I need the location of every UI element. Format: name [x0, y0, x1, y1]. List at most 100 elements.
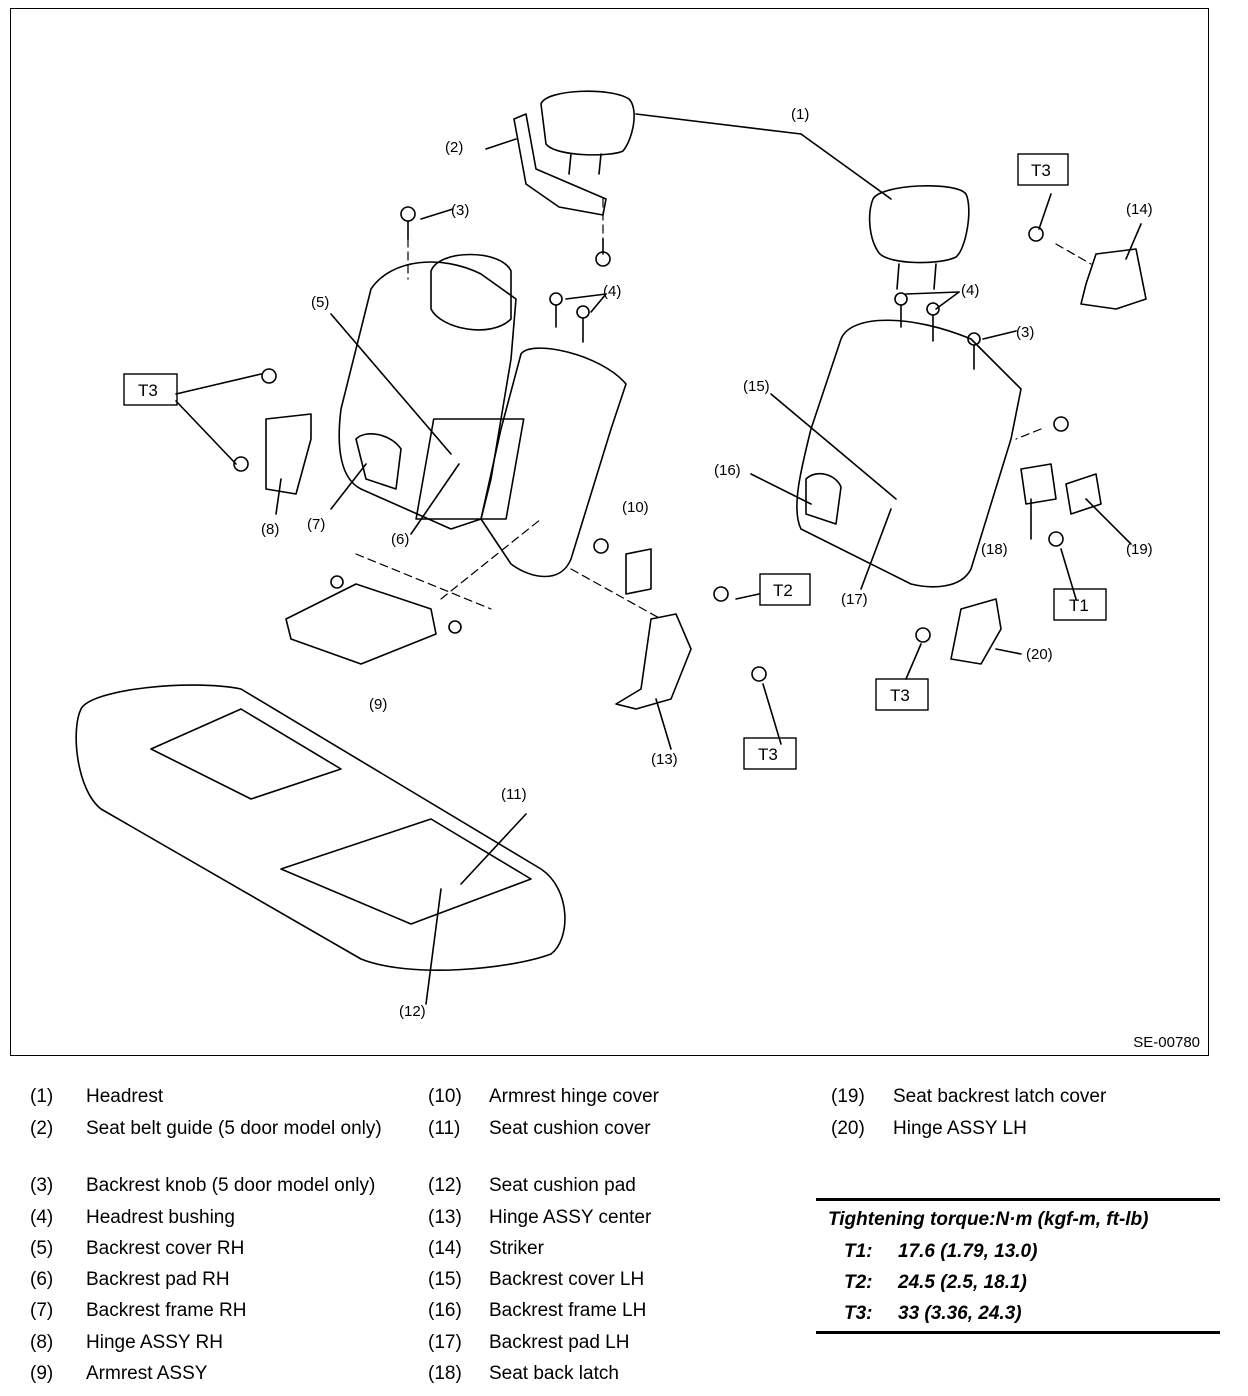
tightening-torque-table: Tightening torque:N·m (kgf-m, ft-lb) T1:…	[816, 1198, 1220, 1334]
reference-code: SE-00780	[1133, 1034, 1200, 1051]
legend-num: (19)	[831, 1086, 865, 1107]
legend-num: (17)	[428, 1332, 462, 1353]
legend-text: Headrest bushing	[86, 1207, 235, 1228]
legend-num: (15)	[428, 1269, 462, 1290]
legend-num: (5)	[30, 1238, 54, 1259]
legend-text: Armrest ASSY	[86, 1363, 208, 1384]
backrest-pad-rh-top	[430, 253, 512, 331]
legend-text: Backrest cover LH	[489, 1269, 645, 1290]
legend-text: Headrest	[86, 1086, 164, 1107]
callout-1: (1)	[791, 106, 809, 123]
legend-num: (3)	[30, 1175, 54, 1196]
legend-text: Backrest frame RH	[86, 1300, 247, 1321]
callout-18: (18)	[981, 541, 1008, 558]
legend-text: Seat belt guide (5 door model only)	[86, 1118, 382, 1139]
tag-t1: T1	[1069, 596, 1089, 615]
seat-back-latch	[1020, 463, 1057, 505]
legend-text: Hinge ASSY center	[489, 1207, 652, 1228]
callout-8: (8)	[261, 521, 279, 538]
legend-text: Armrest hinge cover	[489, 1086, 660, 1107]
callout-13: (13)	[651, 751, 678, 768]
torque-value: 24.5 (2.5, 18.1)	[898, 1272, 1027, 1293]
legend-text: Hinge ASSY LH	[893, 1118, 1027, 1139]
callout-19: (19)	[1126, 541, 1153, 558]
legend-num: (16)	[428, 1300, 462, 1321]
legend-num: (20)	[831, 1118, 865, 1139]
legend-num: (4)	[30, 1207, 54, 1228]
torque-key: T1:	[844, 1241, 873, 1262]
torque-value: 17.6 (1.79, 13.0)	[898, 1241, 1038, 1262]
legend-text: Seat backrest latch cover	[893, 1086, 1107, 1107]
torque-row: T1: 17.6 (1.79, 13.0)	[844, 1241, 1037, 1263]
legend-text: Striker	[489, 1238, 544, 1259]
callout-9: (9)	[369, 696, 387, 713]
diagram-drawing: (1) (2) (3) (4) (4) (3) (5) (6) (7) (8) …	[75, 90, 1153, 1020]
headrest-lh	[868, 185, 970, 264]
torque-key: T2:	[844, 1272, 873, 1293]
legend-text: Seat cushion pad	[489, 1175, 636, 1196]
torque-key: T3:	[844, 1303, 873, 1324]
tag-t3-center: T3	[758, 745, 778, 764]
callout-6: (6)	[391, 531, 409, 548]
legend-num: (18)	[428, 1363, 462, 1384]
callout-2: (2)	[445, 139, 463, 156]
legend-num: (12)	[428, 1175, 462, 1196]
seat-belt-guide	[513, 113, 607, 216]
callout-14: (14)	[1126, 201, 1153, 218]
headrest-center	[540, 90, 635, 156]
callout-4a: (4)	[603, 283, 621, 300]
legend-text: Hinge ASSY RH	[86, 1332, 223, 1353]
torque-row: T3: 33 (3.36, 24.3)	[844, 1303, 1022, 1325]
callout-3a: (3)	[451, 202, 469, 219]
exploded-diagram: (1) (2) (3) (4) (4) (3) (5) (6) (7) (8) …	[10, 8, 1209, 1056]
hinge-lh	[950, 598, 1002, 665]
striker	[1080, 248, 1147, 310]
legend-text: Seat back latch	[489, 1363, 619, 1384]
tag-t2: T2	[773, 581, 793, 600]
hinge-center	[615, 613, 692, 710]
torque-tags	[123, 153, 1107, 770]
torque-row: T2: 24.5 (2.5, 18.1)	[844, 1272, 1027, 1294]
legend-num: (10)	[428, 1086, 462, 1107]
legend-text: Backrest knob (5 door model only)	[86, 1175, 376, 1196]
torque-value: 33 (3.36, 24.3)	[898, 1303, 1022, 1324]
callout-20: (20)	[1026, 646, 1053, 663]
callout-15: (15)	[743, 378, 770, 395]
legend-text: Backrest cover RH	[86, 1238, 245, 1259]
callout-10: (10)	[622, 499, 649, 516]
backrest-rh	[338, 261, 517, 530]
legend-num: (2)	[30, 1118, 54, 1139]
callout-12: (12)	[399, 1003, 426, 1020]
callout-7: (7)	[307, 516, 325, 533]
legend-num: (13)	[428, 1207, 462, 1228]
legend-text: Seat cushion cover	[489, 1118, 651, 1139]
armrest-opening	[415, 418, 525, 520]
callout-5: (5)	[311, 294, 329, 311]
callout-labels: (1) (2) (3) (4) (4) (3) (5) (6) (7) (8) …	[261, 106, 1153, 1020]
callout-16: (16)	[714, 462, 741, 479]
legend-num: (9)	[30, 1363, 54, 1384]
tag-t3-lh: T3	[890, 686, 910, 705]
legend-text: Backrest pad LH	[489, 1332, 630, 1353]
torque-title: Tightening torque:N·m (kgf-m, ft-lb)	[828, 1209, 1149, 1230]
tag-t3-striker: T3	[1031, 161, 1051, 180]
backrest-lh	[796, 319, 1022, 588]
tag-t3-rh: T3	[138, 381, 158, 400]
latch-cover	[1065, 473, 1102, 515]
callout-17: (17)	[841, 591, 868, 608]
backrest-center	[480, 347, 627, 578]
callout-11: (11)	[501, 786, 527, 803]
legend-text: Backrest pad RH	[86, 1269, 230, 1290]
hinge-rh	[265, 413, 312, 495]
legend-num: (8)	[30, 1332, 54, 1353]
armrest-hinge-cover	[625, 548, 652, 595]
legend-text: Backrest frame LH	[489, 1300, 647, 1321]
legend-num: (7)	[30, 1300, 54, 1321]
armrest-assy	[285, 583, 437, 665]
callout-3b: (3)	[1016, 324, 1034, 341]
legend-num: (6)	[30, 1269, 54, 1290]
legend-num: (14)	[428, 1238, 462, 1259]
legend-num: (1)	[30, 1086, 54, 1107]
callout-4b: (4)	[961, 282, 979, 299]
